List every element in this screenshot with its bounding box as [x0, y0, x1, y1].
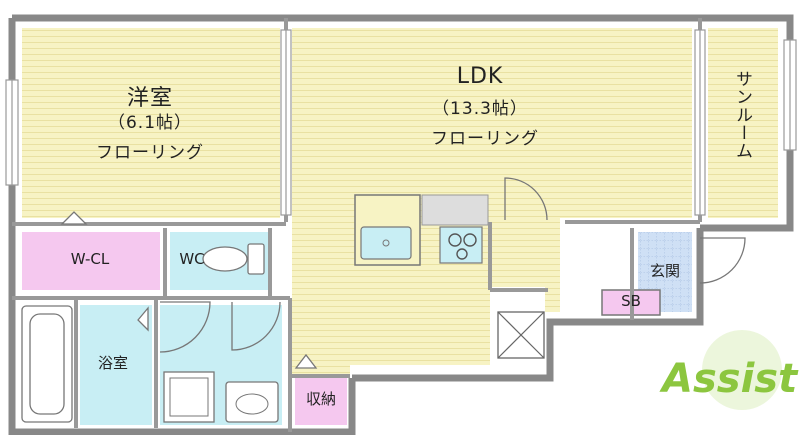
ldk-name: LDK [456, 64, 504, 89]
entrance-name: 玄関 [649, 262, 680, 280]
closet-floor [22, 232, 160, 290]
sink-drain-icon [382, 239, 390, 247]
ldk-floor [292, 28, 692, 375]
basin-icon [225, 381, 279, 423]
western-room-name: 洋室 [126, 86, 173, 111]
wcl-name: W-CL [70, 250, 110, 268]
western-room-size: （6.1帖） [107, 113, 193, 133]
storage-floor [295, 378, 347, 425]
fridge-space [421, 194, 489, 226]
windows [5, 29, 797, 216]
sunroom-name: サンルーム [732, 70, 752, 160]
ldk-floor-type: フローリング [431, 129, 539, 149]
western-room-floor-type: フローリング [96, 143, 204, 163]
washer-icon [163, 371, 215, 423]
wc-name: WC [179, 250, 205, 268]
bathtub-icon [21, 305, 73, 423]
sink-icon [360, 226, 412, 260]
doors [60, 177, 746, 369]
logo-letters: Assist [659, 356, 799, 402]
western-room-floor [22, 28, 280, 218]
stove-icon [439, 226, 483, 264]
bath-floor [80, 305, 152, 425]
sunroom-floor [708, 28, 778, 218]
bath-name: 浴室 [97, 354, 128, 372]
storage-name: 収納 [305, 390, 336, 408]
sb-name: SB [621, 292, 641, 310]
ldk-size: （13.3帖） [432, 99, 528, 119]
assist-logo: Assist [659, 330, 799, 410]
burner-icons [448, 233, 477, 260]
toilet-icon [202, 243, 265, 275]
